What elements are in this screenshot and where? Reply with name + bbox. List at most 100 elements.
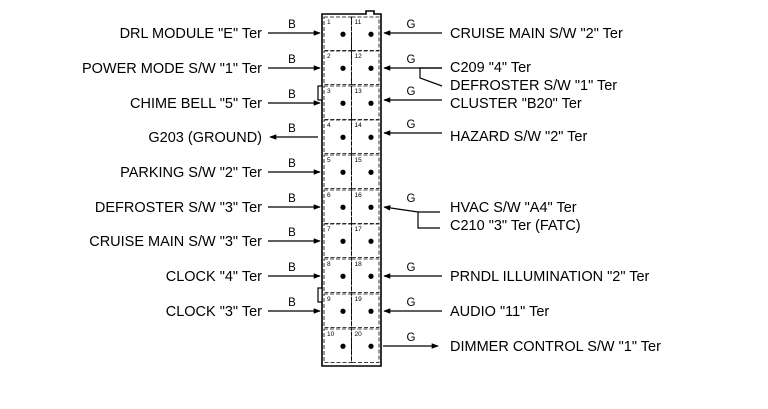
pin-cell-11: 11 <box>351 16 380 51</box>
connection-label: CLOCK "4" Ter <box>166 269 262 285</box>
pin-terminal <box>368 31 374 37</box>
right-connection-pin-14: G HAZARD S/W "2" Ter <box>383 119 587 145</box>
pin-cell-20: 20 <box>351 328 380 363</box>
pin-terminal <box>368 100 374 106</box>
connection-label: CHIME BELL "5" Ter <box>130 96 262 112</box>
pin-terminal <box>340 343 346 349</box>
pin-number: 10 <box>327 331 335 338</box>
wire-color-label: G <box>407 332 416 344</box>
connection-label: G203 (GROUND) <box>148 130 262 146</box>
wire-color-label: G <box>407 54 416 66</box>
pin-terminal <box>340 134 346 140</box>
pin-terminal <box>368 65 374 71</box>
pin-number: 9 <box>327 296 331 303</box>
wire-color-label: B <box>288 297 296 309</box>
connection-label: PARKING S/W "2" Ter <box>120 165 262 181</box>
left-connection-pin-1: DRL MODULE "E" Ter B <box>120 19 321 42</box>
wire-color-label: B <box>288 123 296 135</box>
pin-cell-16: 16 <box>351 189 380 224</box>
connection-label: DEFROSTER S/W "3" Ter <box>95 200 262 216</box>
pin-number: 6 <box>327 192 331 199</box>
pin-terminal <box>340 204 346 210</box>
pin-number: 17 <box>355 226 363 233</box>
left-connection-pin-8: CLOCK "4" Ter B <box>166 262 321 285</box>
connection-label: AUDIO "11" Ter <box>450 304 549 320</box>
connection-label: CRUISE MAIN S/W "2" Ter <box>450 26 623 42</box>
left-connection-pin-2: POWER MODE S/W "1" Ter B <box>82 54 321 77</box>
pin-terminal <box>368 308 374 314</box>
pin-terminal <box>368 273 374 279</box>
pin-number: 1 <box>327 19 331 26</box>
right-connection-pin-13: G CLUSTER "B20" Ter <box>383 86 582 112</box>
pin-cell-13: 13 <box>351 85 380 120</box>
pin-number: 19 <box>355 296 363 303</box>
pin-terminal <box>340 308 346 314</box>
connection-label: HVAC S/W "A4" Ter <box>450 200 577 216</box>
connection-label: C210 "3" Ter (FATC) <box>450 218 581 234</box>
pin-terminal <box>368 238 374 244</box>
wire-color-label: B <box>288 19 296 31</box>
wire-color-label: G <box>407 193 416 205</box>
connection-label: CLUSTER "B20" Ter <box>450 96 582 112</box>
wire-color-label: G <box>407 86 416 98</box>
wire-color-label: B <box>288 227 296 239</box>
pin-cell-19: 19 <box>351 293 380 328</box>
pin-cell-14: 14 <box>351 119 380 154</box>
wire-color-label: B <box>288 158 296 170</box>
pin-number: 3 <box>327 88 331 95</box>
right-connection-pin-11: G CRUISE MAIN S/W "2" Ter <box>383 19 623 42</box>
wire-color-label: G <box>407 262 416 274</box>
pin-cell-18: 18 <box>351 258 380 293</box>
left-connection-pin-4: G203 (GROUND) B <box>148 123 318 146</box>
pin-number: 20 <box>355 331 363 338</box>
left-connection-pin-7: CRUISE MAIN S/W "3" Ter B <box>89 227 321 250</box>
connection-label: DRL MODULE "E" Ter <box>120 26 263 42</box>
pin-number: 15 <box>355 157 363 164</box>
pin-cell-15: 15 <box>351 154 380 189</box>
pin-terminal <box>340 100 346 106</box>
right-connection-pin-18: G PRNDL ILLUMINATION "2" Ter <box>383 262 650 285</box>
connection-label: CLOCK "3" Ter <box>166 304 262 320</box>
pin-terminal <box>340 169 346 175</box>
pin-cell-17: 17 <box>351 223 380 258</box>
left-connection-pin-3: CHIME BELL "5" Ter B <box>130 89 321 112</box>
connection-label: CRUISE MAIN S/W "3" Ter <box>89 234 262 250</box>
wire-color-label: G <box>407 119 416 131</box>
connection-label: DEFROSTER S/W "1" Ter <box>450 78 617 94</box>
connection-label: HAZARD S/W "2" Ter <box>450 129 587 145</box>
wire-color-label: G <box>407 297 416 309</box>
pin-number: 5 <box>327 157 331 164</box>
pin-cell-12: 12 <box>351 50 380 85</box>
connection-label: C209 "4" Ter <box>450 60 531 76</box>
connection-label: POWER MODE S/W "1" Ter <box>82 61 262 77</box>
connection-label: PRNDL ILLUMINATION "2" Ter <box>450 269 650 285</box>
connection-label: DIMMER CONTROL S/W "1" Ter <box>450 339 661 355</box>
wire-color-label: B <box>288 262 296 274</box>
pin-number: 7 <box>327 226 331 233</box>
wire-color-label: B <box>288 54 296 66</box>
pin-terminal <box>340 273 346 279</box>
pin-number: 2 <box>327 53 331 60</box>
pin-number: 4 <box>327 122 331 129</box>
right-connection-pin-20: G DIMMER CONTROL S/W "1" Ter <box>383 332 661 355</box>
pin-terminal <box>368 343 374 349</box>
pin-terminal <box>368 134 374 140</box>
pin-terminal <box>340 65 346 71</box>
pin-terminal <box>368 204 374 210</box>
wire-branch <box>419 67 443 87</box>
pin-number: 8 <box>327 261 331 268</box>
wire-arrow <box>383 205 440 213</box>
pin-number: 18 <box>355 261 363 268</box>
pin-number: 14 <box>355 122 363 129</box>
pin-number: 13 <box>355 88 363 95</box>
left-connection-pin-9: CLOCK "3" Ter B <box>166 297 321 320</box>
wire-color-label: B <box>288 89 296 101</box>
wire-color-label: G <box>407 19 416 31</box>
